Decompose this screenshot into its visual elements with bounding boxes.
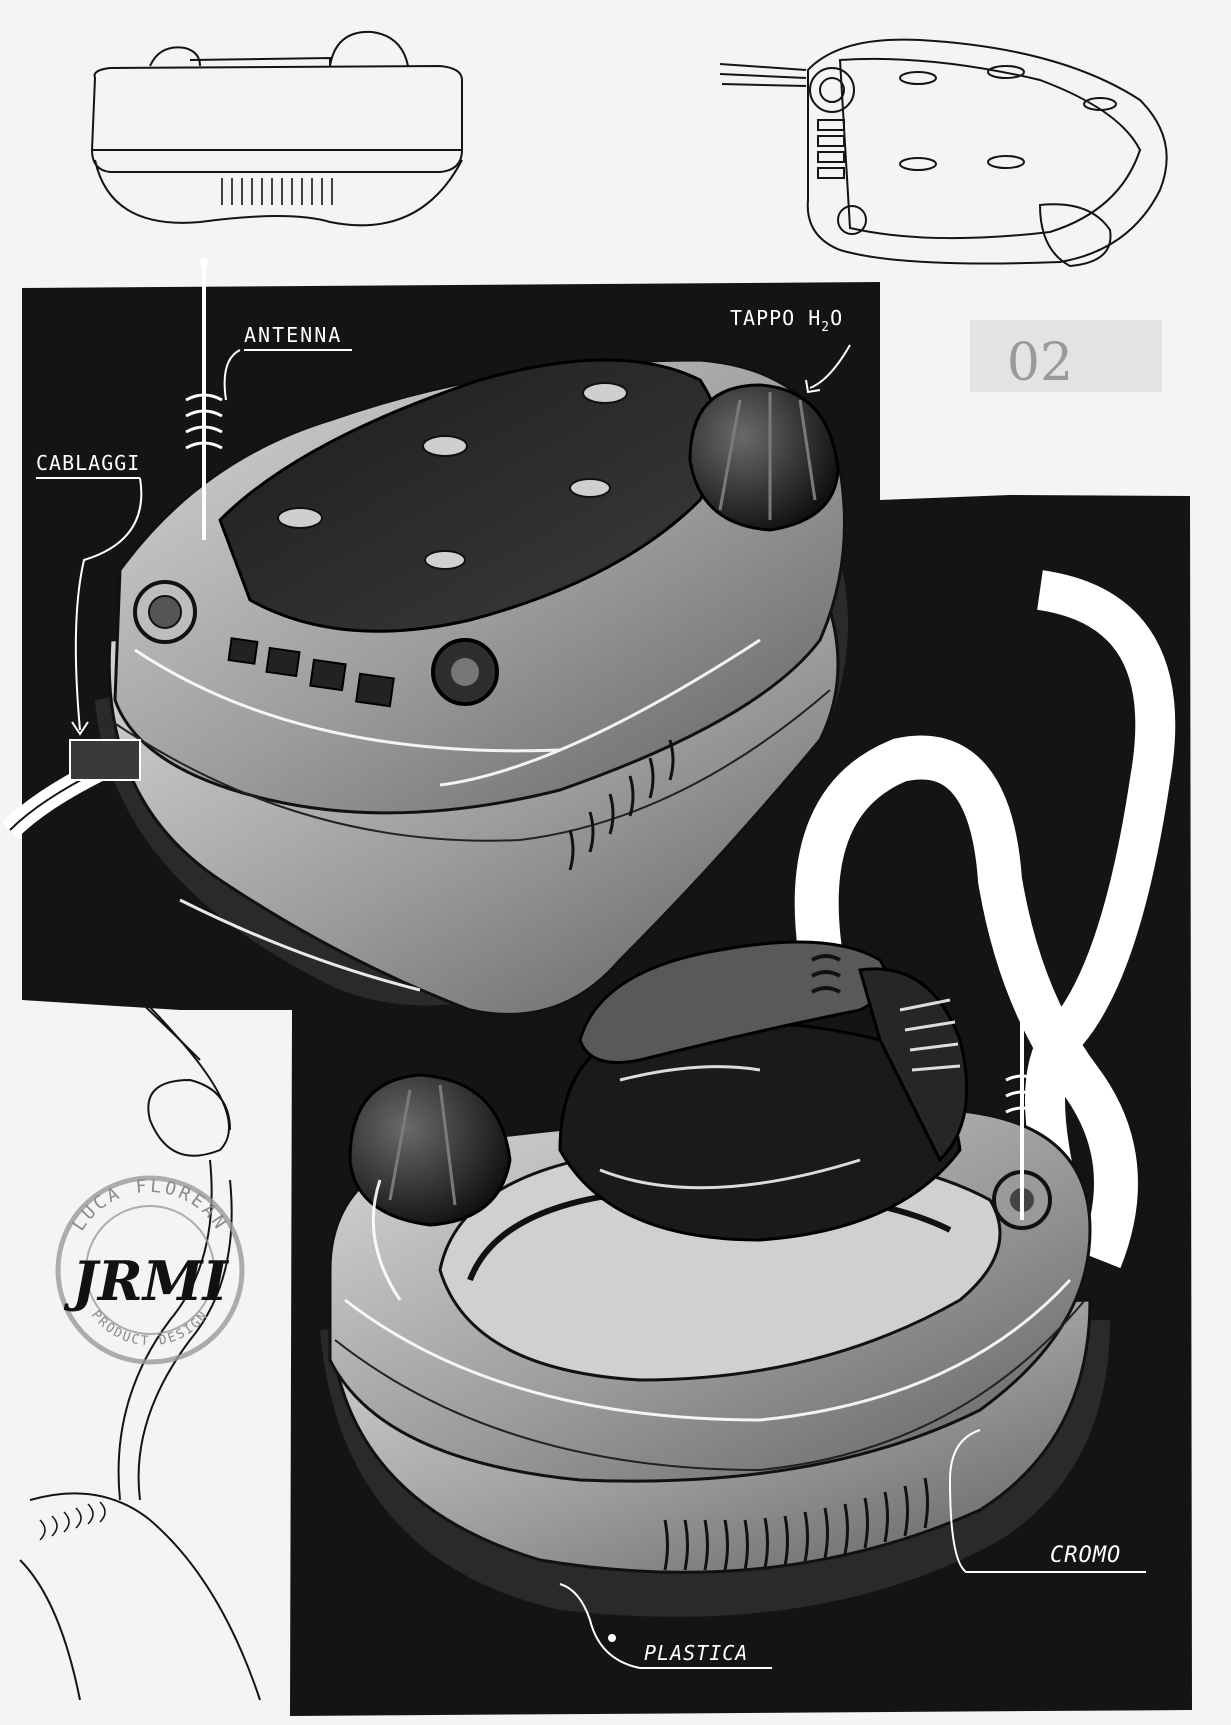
- sheet-number: 02: [1007, 333, 1073, 393]
- label-tappo-h2o: TAPPO H2O: [730, 306, 843, 335]
- power-cable: [2, 739, 141, 838]
- control-buttons: [227, 637, 395, 708]
- water-cap: [688, 383, 840, 532]
- annotations: ANTENNA TAPPO H2O CABLAGGI CROMO PLASTIC…: [36, 306, 1146, 1669]
- cable-doodle: [19, 899, 261, 1701]
- side-view-sketch: [90, 30, 463, 227]
- steam-base-unit: [95, 358, 848, 1016]
- sheet-number-stamp: 02: [970, 320, 1162, 393]
- top-view-sketch: [719, 38, 1168, 268]
- label-cablaggi: CABLAGGI: [36, 451, 140, 475]
- label-plastica: PLASTICA: [644, 1641, 748, 1665]
- steam-iron-station: [320, 570, 1176, 1617]
- label-antenna: ANTENNA: [244, 323, 342, 347]
- steam-hose: [794, 735, 1138, 1269]
- antenna: [185, 257, 223, 540]
- station-water-cap: [348, 1073, 512, 1227]
- label-cromo: CROMO: [1050, 1543, 1121, 1568]
- designer-signature: JRMI: [63, 1249, 229, 1313]
